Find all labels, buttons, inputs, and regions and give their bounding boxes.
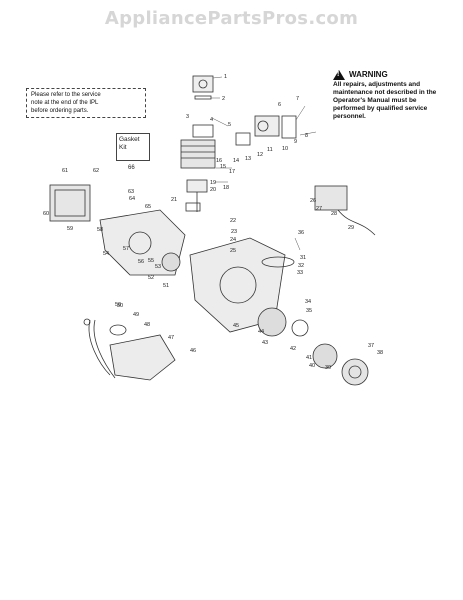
callout-61: 61 [62,168,68,174]
callout-15: 15 [220,164,226,170]
callout-18: 18 [223,185,229,191]
callout-63: 63 [128,189,134,195]
callout-26: 26 [310,198,316,204]
piston-part [186,179,208,193]
callout-38: 38 [377,350,383,356]
callout-16: 16 [216,158,222,164]
callout-56: 56 [138,259,144,265]
connecting-rod-part [185,202,201,212]
callout-3: 3 [186,114,189,120]
callout-52: 52 [148,275,154,281]
fuel-cap-part [109,324,127,336]
callout-22: 22 [230,218,236,224]
callout-37: 37 [368,343,374,349]
fuel-tank-part [109,334,176,381]
callout-55: 55 [148,258,154,264]
callout-12: 12 [257,152,263,158]
callout-11: 11 [267,147,273,153]
callout-33: 33 [297,270,303,276]
callout-25: 25 [230,248,236,254]
spark-plug-wire [337,209,376,236]
callout-60: 60 [43,211,49,217]
clutch-drum-part [341,358,369,386]
engine-block-part [49,184,91,222]
callout-21: 21 [171,197,177,203]
callout-50: 50 [115,302,121,308]
callout-32: 32 [298,263,304,269]
callout-14: 14 [233,158,239,164]
air-box-part [281,115,297,139]
callout-45: 45 [233,323,239,329]
ignition-module-part [314,185,348,211]
callout-44: 44 [258,329,264,335]
flywheel-part [161,252,181,272]
callout-8: 8 [305,133,308,139]
callout-65: 65 [145,204,151,210]
callout-51: 51 [163,283,169,289]
callout-43: 43 [262,340,268,346]
fuel-line-part [88,319,111,376]
callout-64: 64 [129,196,135,202]
warning-text: All repairs, adjustments and maintenance… [333,81,437,120]
cylinder-part [180,139,216,169]
callout-10: 10 [282,146,288,152]
callout-41: 41 [306,355,312,361]
gasket-part [194,95,212,100]
callout-31: 31 [300,255,306,261]
callout-28: 28 [331,211,337,217]
callout-58: 58 [97,227,103,233]
callout-17: 17 [229,169,235,175]
callout-6: 6 [278,102,281,108]
warning-box: WARNING All repairs, adjustments and mai… [333,70,445,121]
callout-5: 5 [228,122,231,128]
callout-27: 27 [316,206,322,212]
callout-62: 62 [93,168,99,174]
callout-40: 40 [309,363,315,369]
callout-29: 29 [348,225,354,231]
callout-7: 7 [296,96,299,102]
intake-part [192,124,214,138]
gasket-31-part [261,256,295,268]
callout-48: 48 [144,322,150,328]
callout-20: 20 [210,187,216,193]
gasket-kit-label: Gasket Kit [119,136,140,151]
service-note: Please refer to the service note at the … [26,88,146,118]
callout-35: 35 [306,308,312,314]
callout-13: 13 [245,156,251,162]
callout-30: 30 [117,303,123,309]
callout-46: 46 [190,348,196,354]
adapter-part [235,132,251,146]
warning-header: WARNING [333,70,445,80]
callout-53: 53 [155,264,161,270]
callout-54: 54 [103,251,109,257]
callout-42: 42 [290,346,296,352]
callout-24: 24 [230,237,236,243]
callout-57: 57 [123,246,129,252]
gasket-kit-number: 66 [128,165,135,171]
callout-59: 59 [67,226,73,232]
callout-49: 49 [133,312,139,318]
callout-1: 1 [224,74,227,80]
callout-2: 2 [222,96,225,102]
callout-36: 36 [298,230,304,236]
callout-4: 4 [210,117,213,123]
carburetor-part [254,115,280,137]
gasket-kit-box: Gasket Kit [116,133,150,161]
callout-47: 47 [168,335,174,341]
recoil-pulley-part [257,307,287,337]
callout-19: 19 [210,180,216,186]
fuel-filter-part [83,318,91,326]
watermark-text: AppliancePartsPros.com [104,8,359,29]
warning-title: WARNING [349,70,388,79]
callout-39: 39 [325,365,331,371]
callout-34: 34 [305,299,311,305]
callout-9: 9 [294,139,297,145]
clutch-part [312,343,338,369]
recoil-spring-part [291,319,309,337]
air-filter-part [192,75,214,93]
callout-23: 23 [231,229,237,235]
warning-icon [333,70,345,80]
